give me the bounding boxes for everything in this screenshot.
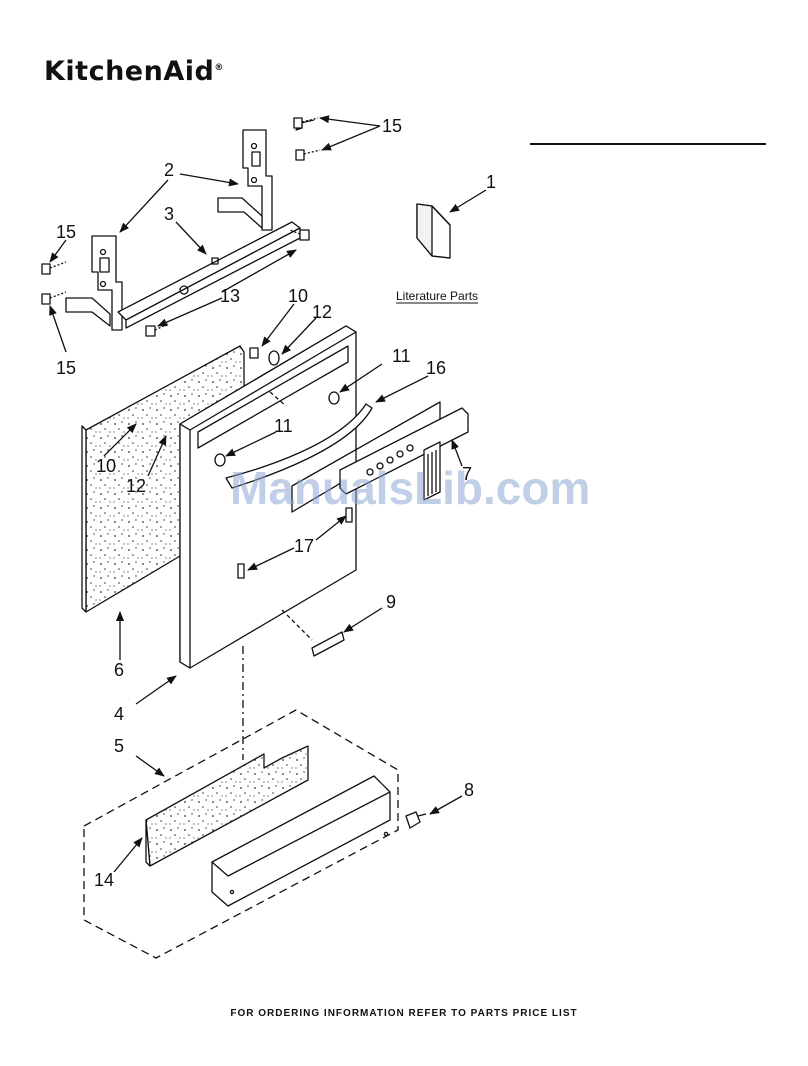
brand-registered-mark: ® [214, 63, 224, 73]
part-control-panel [339, 407, 469, 501]
callout-6: 6 [114, 660, 124, 680]
callout-8: 8 [464, 780, 474, 800]
literature-parts-label: Literature Parts [396, 289, 478, 303]
callout-5: 5 [114, 736, 124, 756]
callout-4: 4 [114, 704, 124, 724]
part-screw-8 [405, 811, 427, 829]
callout-10-top: 10 [288, 286, 308, 306]
part-toe-insulation [145, 745, 309, 867]
callout-3: 3 [164, 204, 174, 224]
watermark-text: ManualsLib.com [230, 462, 590, 514]
callout-17: 17 [294, 536, 314, 556]
callout-1: 1 [486, 172, 496, 192]
callout-11-bottom: 11 [274, 416, 293, 436]
callout-9: 9 [386, 592, 396, 612]
part-bracket-left [65, 235, 123, 331]
header-rule [530, 143, 766, 145]
part-literature [416, 203, 451, 259]
callout-15-left-lower: 15 [56, 358, 76, 378]
part-nameplate [311, 631, 345, 657]
part-handle-caps [214, 391, 340, 467]
callout-15-top: 15 [382, 116, 402, 136]
part-bracket-right [217, 129, 273, 231]
callout-labels: 1 2 3 4 5 6 7 8 9 10 10 11 11 12 12 13 1… [56, 116, 496, 890]
part-outer-door [179, 325, 441, 669]
callout-15-left-upper: 15 [56, 222, 76, 242]
callout-14: 14 [94, 870, 114, 890]
callout-2: 2 [164, 160, 174, 180]
brand-name: KitchenAid [44, 56, 215, 87]
callout-12-top: 12 [312, 302, 332, 322]
callout-13: 13 [220, 286, 240, 306]
callout-7: 7 [462, 464, 472, 484]
callout-11-top: 11 [392, 346, 411, 366]
part-toe-panel [211, 775, 391, 907]
part-mounting-rail [117, 221, 301, 329]
callout-16: 16 [426, 358, 446, 378]
part-spacers [237, 507, 353, 579]
footer-ordering-info: FOR ORDERING INFORMATION REFER TO PARTS … [230, 1008, 578, 1019]
brand-logo: KitchenAid® [44, 56, 224, 87]
callout-12-bottom: 12 [126, 476, 146, 496]
part-handle [225, 403, 373, 489]
kit-boundary [83, 709, 399, 959]
leader-lines [49, 115, 487, 873]
callout-10-bottom: 10 [96, 456, 116, 476]
